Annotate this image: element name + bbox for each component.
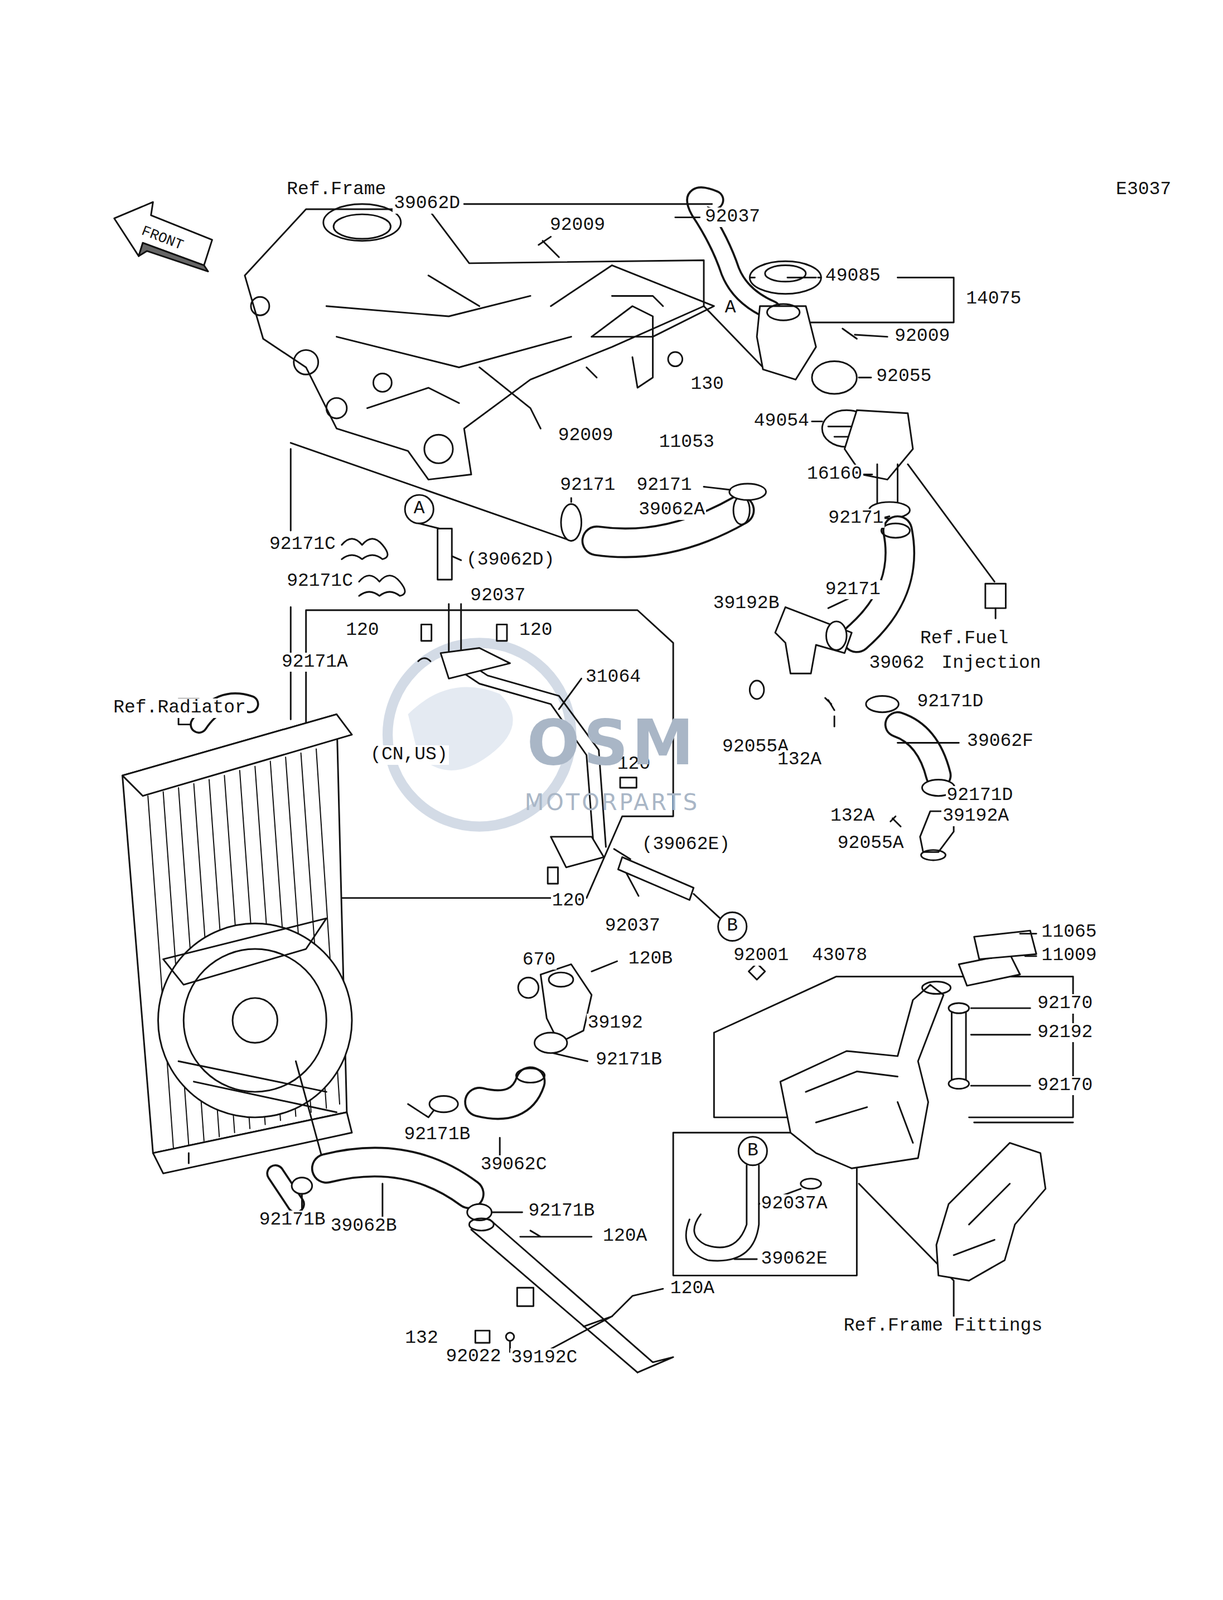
part-number: 39062F — [965, 731, 1035, 752]
part-number: 92171B — [258, 1210, 327, 1230]
reference-label: Ref.Frame Fittings — [842, 1316, 1044, 1336]
part-number: 39192A — [941, 806, 1010, 826]
part-number: 49085 — [824, 266, 882, 287]
reference-label: Ref.Fuel — [919, 629, 1010, 649]
part-number: 92171 — [635, 475, 693, 496]
part-number: 670 — [521, 950, 557, 970]
part-number: 92170 — [1036, 993, 1094, 1014]
part-number: 92171D — [945, 785, 1015, 806]
part-number: 92171D — [915, 692, 985, 712]
part-number: 11065 — [1040, 922, 1099, 942]
part-number: 92009 — [548, 215, 607, 236]
part-number: 92171B — [402, 1124, 472, 1145]
part-number: 92171C — [268, 534, 337, 555]
part-number: 92192 — [1036, 1022, 1094, 1043]
part-number: 132 — [403, 1328, 439, 1348]
part-number: 92171C — [285, 571, 355, 592]
part-number: 92037A — [760, 1194, 829, 1214]
part-number: 43078 — [810, 945, 869, 966]
connection-letter: A — [412, 499, 427, 519]
part-number: 92037 — [603, 916, 662, 936]
part-number: 39192 — [586, 1013, 645, 1033]
reference-label: Ref.Radiator — [112, 698, 248, 718]
part-number: 39062C — [479, 1154, 549, 1175]
reference-label: Ref.Frame — [285, 180, 388, 200]
part-number: 16160 — [805, 464, 864, 485]
region-note: (CN,US) — [369, 745, 449, 765]
diagram-code: E3037 — [1114, 180, 1173, 200]
part-number: 39192B — [712, 593, 781, 614]
part-number: 14075 — [964, 289, 1023, 309]
part-number: (39062E) — [640, 834, 732, 855]
part-number: 120 — [518, 620, 554, 641]
watermark: OSM — [525, 709, 699, 776]
connection-letter: B — [746, 1141, 760, 1161]
reference-label: Injection — [940, 653, 1042, 674]
part-number: 39062 — [867, 653, 926, 674]
part-number: 92022 — [444, 1346, 502, 1367]
part-number: 92171A — [280, 652, 350, 673]
part-number: 92171 — [824, 579, 882, 600]
part-number: 92171B — [527, 1201, 597, 1221]
part-number: 120 — [344, 620, 380, 641]
part-number: 92037 — [469, 586, 527, 606]
part-number: 11009 — [1040, 945, 1099, 966]
part-number: 132A — [776, 750, 823, 770]
part-number: 92009 — [893, 326, 951, 347]
part-number: 132A — [829, 806, 876, 826]
part-number: 39062D — [392, 194, 462, 214]
direction-label: FRONT — [138, 223, 187, 255]
part-number: 92001 — [732, 945, 790, 966]
part-number: 120 — [550, 891, 587, 911]
watermark: MOTORPARTS — [523, 790, 701, 814]
part-number: 120A — [669, 1278, 716, 1299]
connection-letter: B — [725, 916, 739, 936]
part-number: 92009 — [557, 426, 615, 446]
part-number: 92171 — [827, 508, 885, 529]
part-number: 39192C — [510, 1347, 579, 1368]
part-number: 130 — [689, 374, 725, 395]
part-number: 39062A — [637, 500, 707, 520]
part-number: 92171 — [558, 475, 617, 496]
part-number: 11053 — [658, 432, 716, 453]
part-number: 92170 — [1036, 1075, 1094, 1096]
part-number: 92171B — [594, 1050, 664, 1070]
part-number: 120A — [601, 1226, 649, 1246]
part-number: 39062E — [760, 1249, 829, 1269]
part-number: 39062B — [329, 1216, 399, 1236]
part-number: 120B — [627, 949, 674, 969]
part-number: 92055 — [875, 366, 933, 387]
part-number: 92037 — [703, 207, 762, 227]
part-number: 92055A — [836, 833, 906, 854]
part-number: 49054 — [752, 411, 811, 432]
part-number: (39062D) — [465, 550, 556, 570]
connection-letter: A — [723, 298, 738, 318]
part-number: 31064 — [584, 667, 642, 688]
